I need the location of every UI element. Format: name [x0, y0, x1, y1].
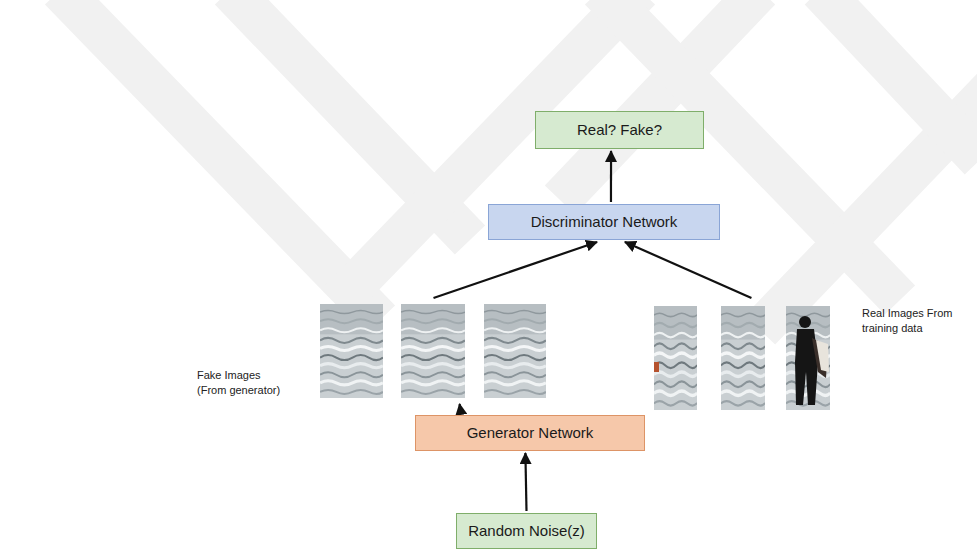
output-box: Real? Fake? [535, 111, 704, 149]
real-images-panel: Real Images From training data [650, 300, 857, 414]
fake-image-set [320, 304, 546, 398]
box-label: Discriminator Network [531, 213, 678, 231]
generator-box: Generator Network [415, 415, 645, 451]
watermark [60, 0, 977, 330]
box-label: Real? Fake? [577, 121, 662, 139]
discriminator-box: Discriminator Network [488, 204, 720, 240]
box-label: Generator Network [467, 424, 594, 442]
image-set-label: Real Images From training data [862, 306, 970, 336]
flow-arrow [434, 242, 598, 298]
flow-arrow [610, 151, 612, 202]
noise-box: Random Noise(z) [456, 513, 597, 549]
real-image-set [654, 306, 830, 410]
flow-arrow [460, 404, 461, 413]
image-set-label: Fake Images (From generator) [197, 368, 289, 398]
flow-arrow [525, 453, 526, 511]
box-label: Random Noise(z) [468, 522, 585, 540]
fake-images-panel: Fake Images (From generator) [315, 300, 552, 402]
surfer-silhouette [795, 316, 829, 405]
flow-arrow [625, 242, 752, 298]
